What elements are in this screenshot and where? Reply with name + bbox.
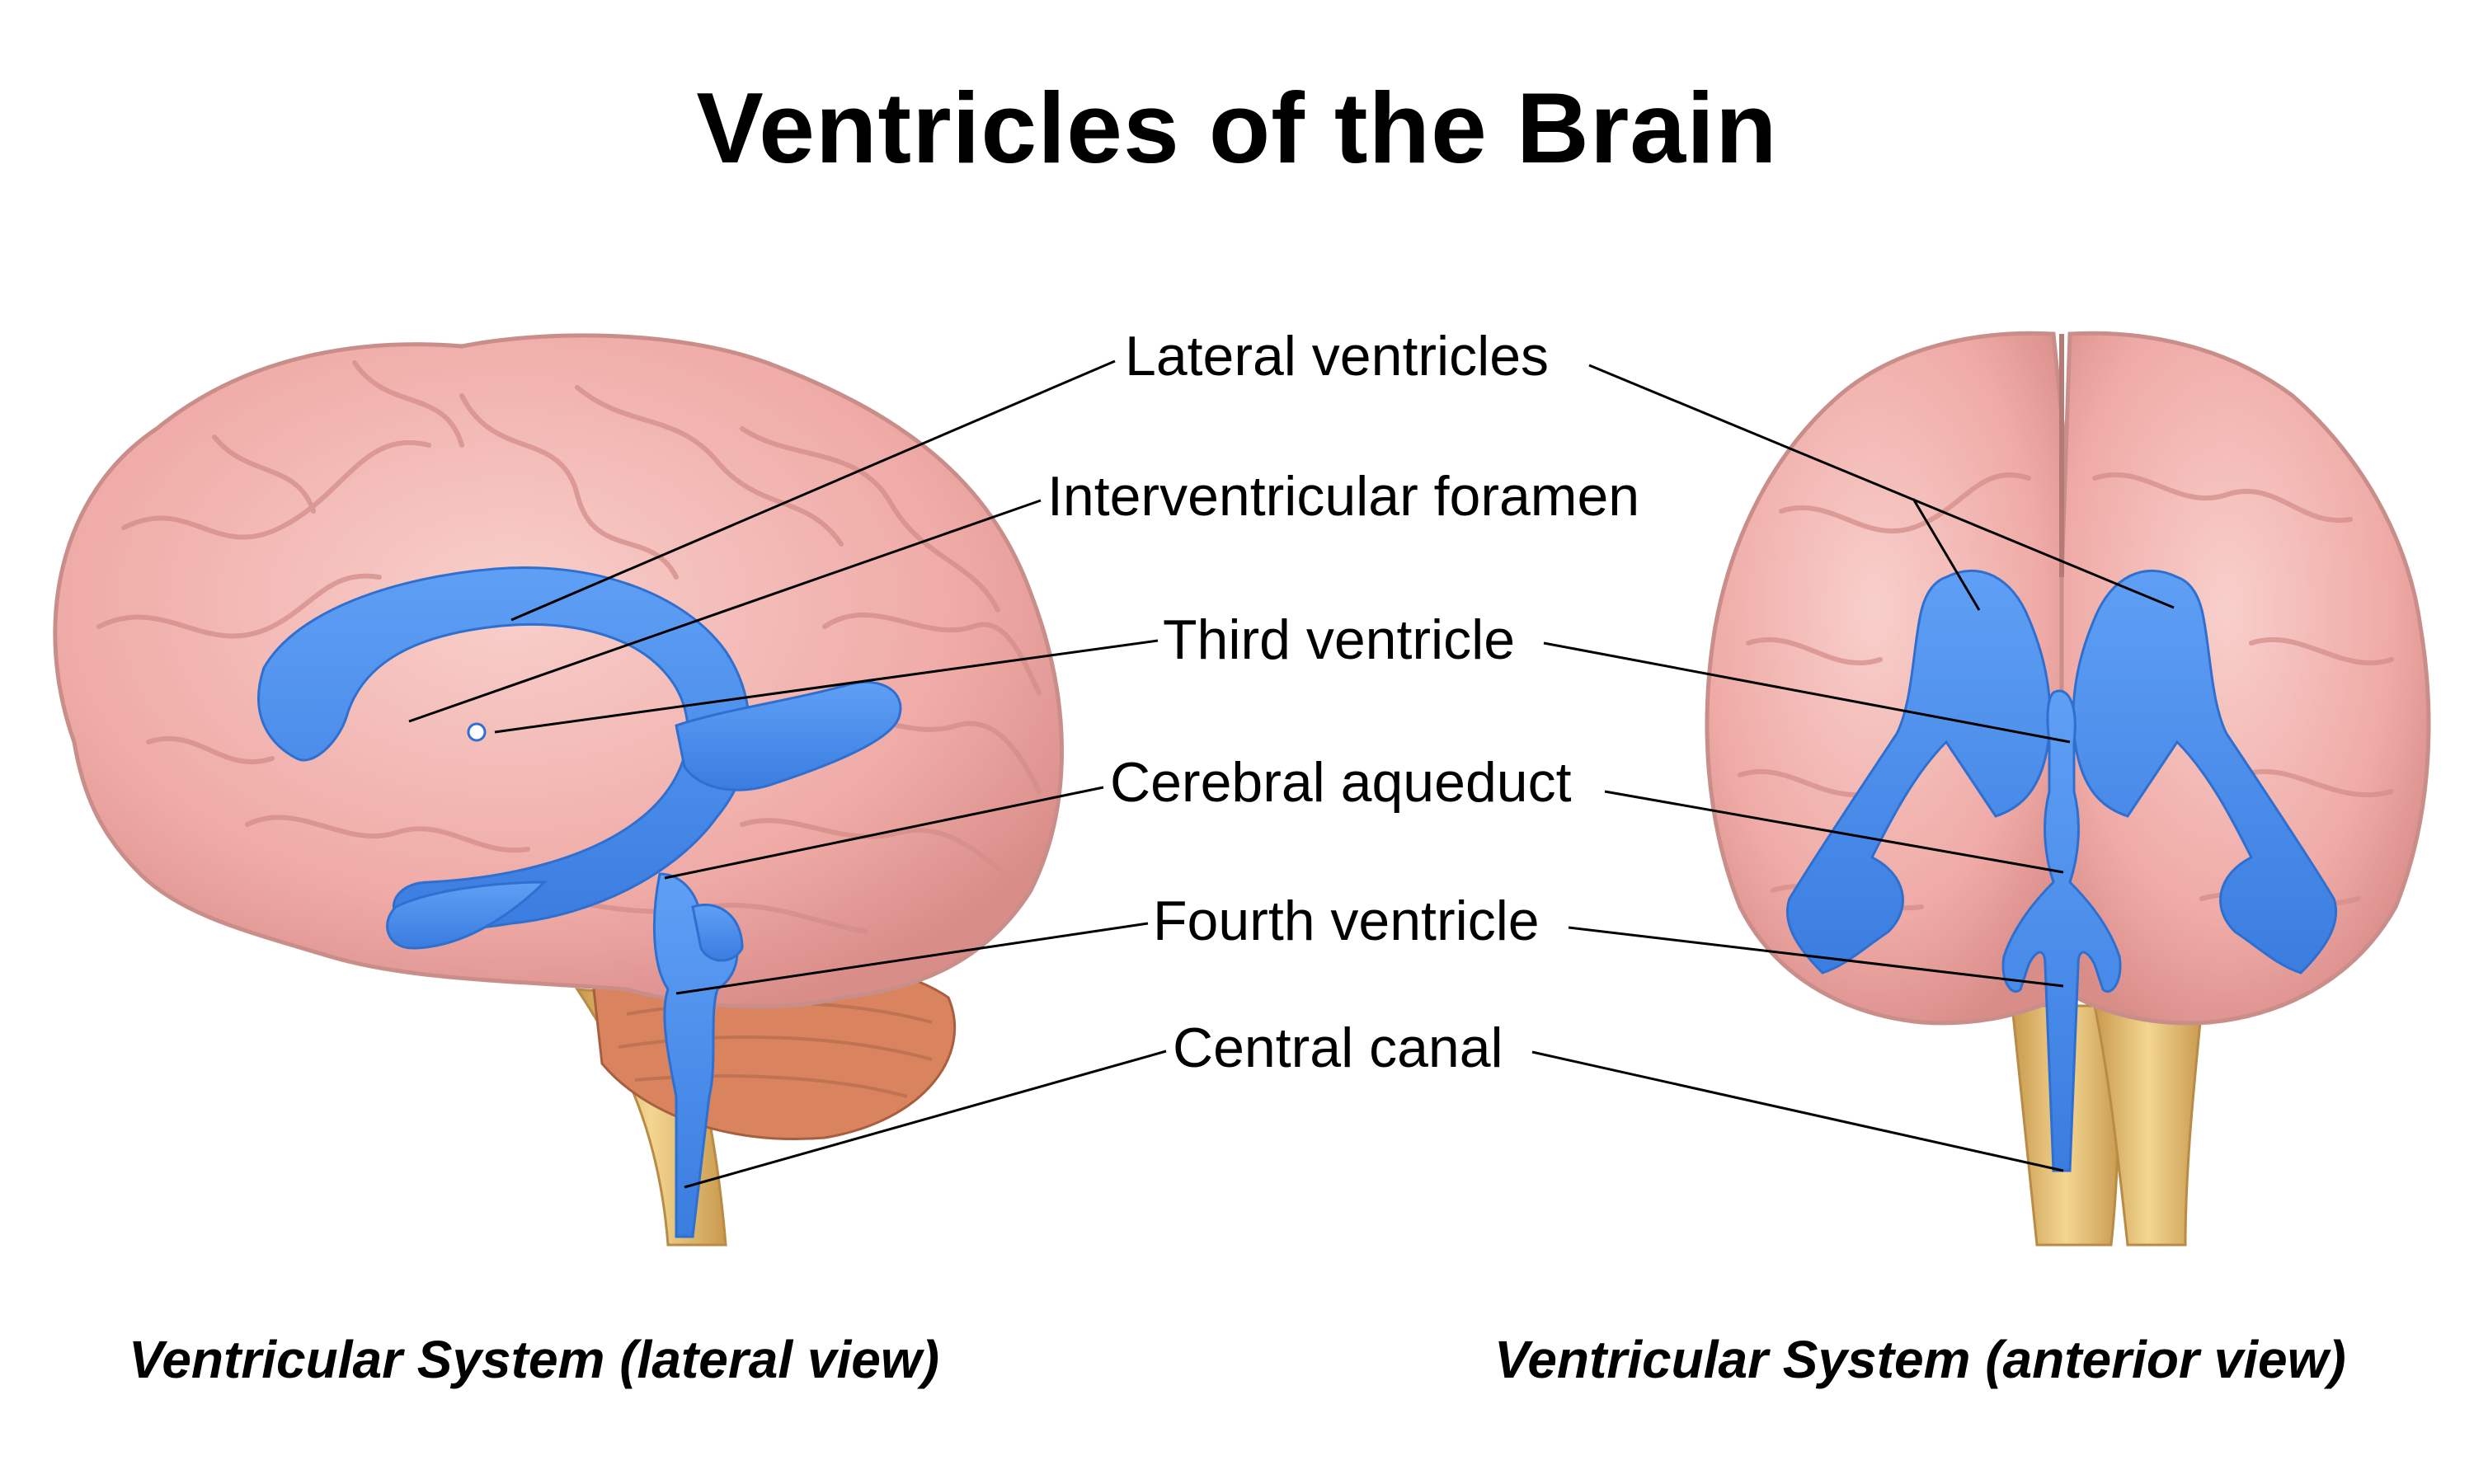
label-lateral-ventricles: Lateral ventricles bbox=[1125, 325, 1550, 387]
leader-fourth-left bbox=[675, 922, 1149, 995]
caption-lateral-view: Ventricular System (lateral view) bbox=[129, 1330, 939, 1389]
leader-lines bbox=[408, 359, 2175, 1189]
leader-foramen bbox=[408, 499, 1042, 723]
caption-anterior-view: Ventricular System (anterior view) bbox=[1494, 1330, 2346, 1389]
anterior-view-brain bbox=[1705, 331, 2431, 1247]
leader-third-left bbox=[494, 639, 1159, 734]
leader-aqueduct-right bbox=[1604, 790, 2064, 874]
label-fourth-ventricle: Fourth ventricle bbox=[1153, 890, 1540, 952]
leader-third-right bbox=[1543, 641, 2071, 744]
leader-aqueduct-left bbox=[664, 786, 1104, 880]
label-central-canal: Central canal bbox=[1173, 1017, 1503, 1079]
label-third-ventricle: Third ventricle bbox=[1163, 608, 1516, 671]
leader-lateral-ventricles-right bbox=[1588, 364, 2175, 609]
interventricular-foramen-dot bbox=[467, 722, 487, 742]
label-cerebral-aqueduct: Cerebral aqueduct bbox=[1110, 751, 1572, 814]
leader-lateral-ventricles-left bbox=[510, 359, 1116, 622]
ventricles-anterior bbox=[1785, 569, 2338, 1172]
cerebrum-lateral bbox=[53, 333, 1064, 1009]
leader-lateral-ventricles-right-2 bbox=[1912, 498, 1981, 611]
leader-fourth-right bbox=[1568, 926, 2064, 988]
diagram-title: Ventricles of the Brain bbox=[696, 72, 1778, 184]
ventricles-lateral bbox=[257, 566, 902, 1238]
leader-canal-left bbox=[684, 1050, 1167, 1189]
lateral-view-brain bbox=[53, 333, 1064, 1247]
leader-canal-right bbox=[1531, 1050, 2064, 1172]
label-interventricular-foramen: Interventricular foramen bbox=[1047, 465, 1640, 528]
right-hemisphere-anterior bbox=[2059, 331, 2431, 1026]
